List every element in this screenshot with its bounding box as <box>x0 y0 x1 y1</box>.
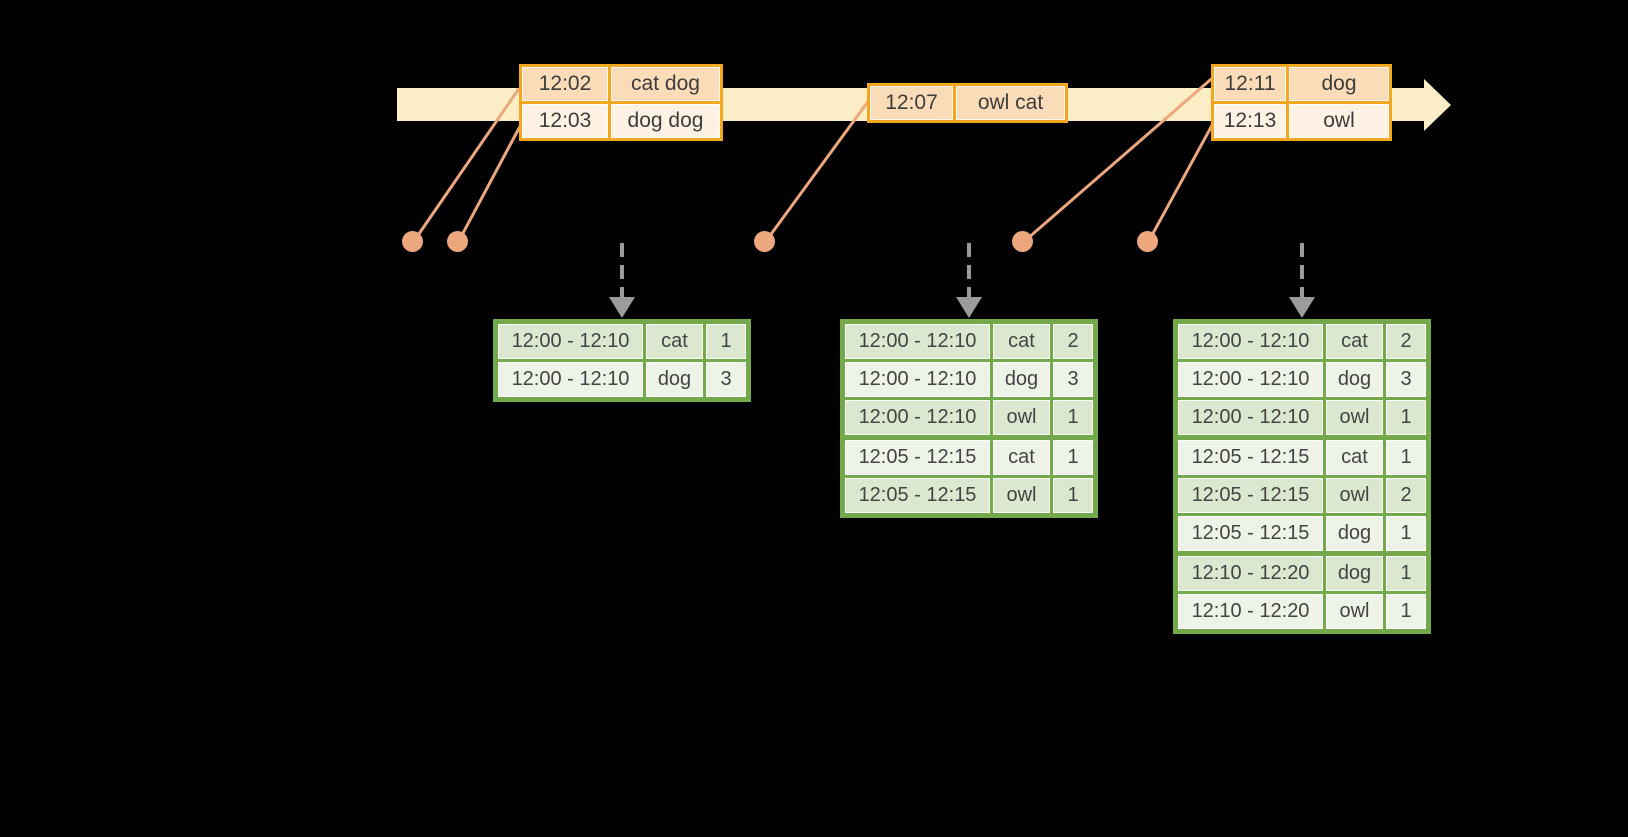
count-cell: 1 <box>1386 556 1426 591</box>
window-cell: 12:05 - 12:15 <box>1178 516 1323 551</box>
window-cell: 12:00 - 12:10 <box>845 400 990 435</box>
window-cell: 12:00 - 12:10 <box>1178 324 1323 359</box>
event-time-cell: 12:11 <box>1214 67 1286 101</box>
window-cell: 12:10 - 12:20 <box>1178 594 1323 629</box>
word-cell: dog <box>1326 362 1383 397</box>
count-cell: 2 <box>1386 324 1426 359</box>
window-cell: 12:00 - 12:10 <box>498 362 643 397</box>
word-cell: owl <box>1326 594 1383 629</box>
window-cell: 12:00 - 12:10 <box>845 362 990 397</box>
event-words-cell: dog dog <box>611 104 720 138</box>
word-cell: owl <box>993 400 1050 435</box>
count-cell: 3 <box>706 362 746 397</box>
word-cell: owl <box>1326 400 1383 435</box>
event-connector-line <box>456 123 523 243</box>
window-cell: 12:00 - 12:10 <box>1178 400 1323 435</box>
window-cell: 12:05 - 12:15 <box>1178 440 1323 475</box>
trigger-arrow-head-icon <box>1289 297 1315 318</box>
event-time-cell: 12:07 <box>870 86 953 120</box>
event-dot <box>447 231 468 252</box>
count-cell: 1 <box>1053 440 1093 475</box>
trigger-arrow <box>1300 243 1304 299</box>
timeline-arrow-icon <box>1424 79 1451 131</box>
event-dot <box>1012 231 1033 252</box>
window-cell: 12:05 - 12:15 <box>845 440 990 475</box>
word-cell: dog <box>1326 556 1383 591</box>
event-dot <box>1137 231 1158 252</box>
window-cell: 12:05 - 12:15 <box>845 478 990 513</box>
trigger-arrow <box>967 243 971 299</box>
word-cell: dog <box>993 362 1050 397</box>
count-cell: 1 <box>1386 400 1426 435</box>
count-cell: 1 <box>1053 478 1093 513</box>
word-cell: cat <box>1326 324 1383 359</box>
trigger-arrow-head-icon <box>956 297 982 318</box>
event-dot <box>754 231 775 252</box>
window-cell: 12:10 - 12:20 <box>1178 556 1323 591</box>
word-cell: cat <box>646 324 703 359</box>
window-cell: 12:00 - 12:10 <box>845 324 990 359</box>
word-cell: owl <box>993 478 1050 513</box>
event-words-cell: owl <box>1289 104 1389 138</box>
count-cell: 1 <box>1053 400 1093 435</box>
event-words-cell: dog <box>1289 67 1389 101</box>
window-cell: 12:00 - 12:10 <box>498 324 643 359</box>
count-cell: 2 <box>1053 324 1093 359</box>
count-cell: 1 <box>1386 516 1426 551</box>
event-words-cell: owl cat <box>956 86 1065 120</box>
event-time-cell: 12:03 <box>522 104 608 138</box>
event-dot <box>402 231 423 252</box>
window-cell: 12:05 - 12:15 <box>1178 478 1323 513</box>
event-time-cell: 12:13 <box>1214 104 1286 138</box>
count-cell: 3 <box>1386 362 1426 397</box>
count-cell: 2 <box>1386 478 1426 513</box>
count-cell: 1 <box>706 324 746 359</box>
count-cell: 3 <box>1053 362 1093 397</box>
event-time-cell: 12:02 <box>522 67 608 101</box>
word-cell: dog <box>1326 516 1383 551</box>
event-connector-line <box>763 99 870 243</box>
word-cell: cat <box>1326 440 1383 475</box>
trigger-arrow-head-icon <box>609 297 635 318</box>
count-cell: 1 <box>1386 440 1426 475</box>
event-words-cell: cat dog <box>611 67 720 101</box>
window-cell: 12:00 - 12:10 <box>1178 362 1323 397</box>
word-cell: dog <box>646 362 703 397</box>
word-cell: cat <box>993 440 1050 475</box>
event-connector-line <box>1146 121 1215 243</box>
word-cell: owl <box>1326 478 1383 513</box>
count-cell: 1 <box>1386 594 1426 629</box>
word-cell: cat <box>993 324 1050 359</box>
trigger-arrow <box>620 243 624 299</box>
